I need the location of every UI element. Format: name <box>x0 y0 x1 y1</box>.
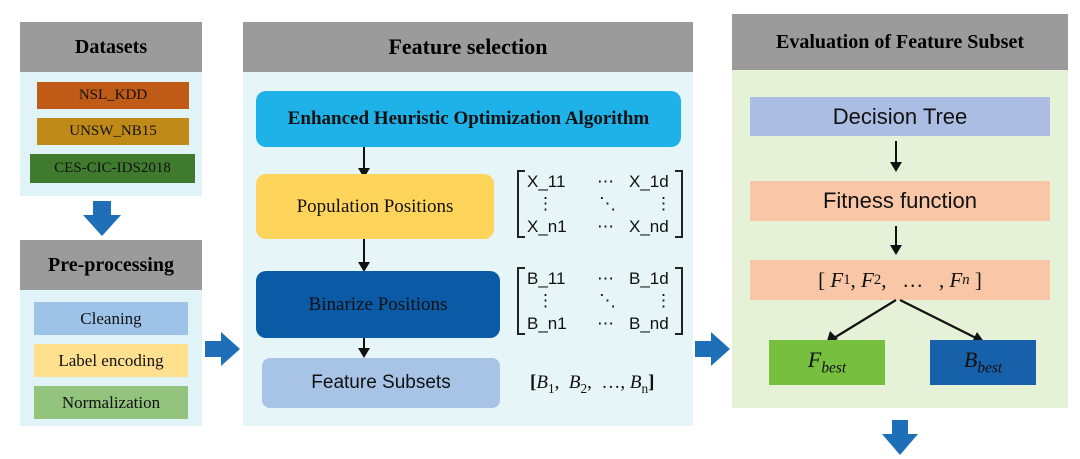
matrix-hdots: ⋯ <box>597 314 614 333</box>
bracket-left <box>517 170 525 238</box>
dataset-cic-ids2018: CES-CIC-IDS2018 <box>30 154 195 183</box>
bracket-right <box>675 170 683 238</box>
arrowhead-icon <box>358 262 370 272</box>
binarize-positions-box: Binarize Positions <box>256 271 500 338</box>
evaluation-title: Evaluation of Feature Subset <box>776 30 1024 53</box>
matrix-cell: B_n1 <box>527 314 567 333</box>
fitness-function-box: Fitness function <box>750 181 1050 221</box>
bracket-left <box>517 267 525 335</box>
matrix-vdots: ⋮ <box>655 194 672 213</box>
subset-vector: [B1, B2, …, Bn] <box>530 372 655 396</box>
down-arrow-icon <box>882 420 918 455</box>
arrowhead-icon <box>358 168 370 178</box>
evaluation-header: Evaluation of Feature Subset <box>732 14 1068 70</box>
step-label-encoding: Label encoding <box>34 344 188 377</box>
matrix-vdots: ⋮ <box>537 194 554 213</box>
arrowhead-icon <box>358 348 370 358</box>
dataset-unsw-nb15: UNSW_NB15 <box>37 118 189 145</box>
branch-arrows <box>826 299 985 344</box>
flow-line <box>895 141 897 163</box>
matrix-vdots: ⋮ <box>655 291 672 310</box>
flow-line <box>363 147 365 169</box>
datasets-header: Datasets <box>20 22 202 72</box>
feature-selection-title: Feature selection <box>388 34 548 59</box>
matrix-cell: X_11 <box>527 172 566 191</box>
matrix-cell: X_1d <box>629 172 669 191</box>
heuristic-algorithm-box: Enhanced Heuristic Optimization Algorith… <box>256 91 681 147</box>
flow-line <box>363 239 365 263</box>
arrowhead-icon <box>890 162 902 172</box>
right-arrow-icon <box>695 332 730 366</box>
step-cleaning: Cleaning <box>34 302 188 335</box>
down-arrow-icon <box>83 201 121 236</box>
arrowhead-icon <box>890 245 902 255</box>
matrix-hdots: ⋯ <box>597 217 614 236</box>
population-positions-box: Population Positions <box>256 174 494 239</box>
b-best-box: Bbest <box>930 340 1036 385</box>
f-best-box: Fbest <box>769 340 885 385</box>
matrix-cell: B_11 <box>527 269 566 288</box>
matrix-cell: B_nd <box>629 314 669 333</box>
matrix-hdots: ⋯ <box>597 172 614 191</box>
decision-tree-box: Decision Tree <box>750 97 1050 136</box>
preprocessing-title: Pre-processing <box>48 253 174 276</box>
position-matrix-b: B_11 ⋯ B_1d ⋮ ⋱ ⋮ B_n1 ⋯ B_nd <box>517 267 683 335</box>
position-matrix-x: X_11 ⋯ X_1d ⋮ ⋱ ⋮ X_n1 ⋯ X_nd <box>517 170 683 238</box>
matrix-hdots: ⋯ <box>597 269 614 288</box>
feature-subsets-box: Feature Subsets <box>262 358 500 408</box>
flow-line <box>895 226 897 246</box>
matrix-cell: X_nd <box>629 217 669 236</box>
feature-selection-header: Feature selection <box>243 22 693 72</box>
step-normalization: Normalization <box>34 386 188 419</box>
bracket-right <box>675 267 683 335</box>
matrix-vdots: ⋮ <box>537 291 554 310</box>
matrix-cell: B_1d <box>629 269 669 288</box>
flow-line <box>363 338 365 350</box>
dataset-nsl-kdd: NSL_KDD <box>37 82 189 109</box>
matrix-ddots: ⋱ <box>599 291 616 310</box>
matrix-cell: X_n1 <box>527 217 567 236</box>
preprocessing-header: Pre-processing <box>20 240 202 290</box>
right-arrow-icon <box>205 332 240 366</box>
datasets-title: Datasets <box>74 35 148 58</box>
matrix-ddots: ⋱ <box>599 194 616 213</box>
